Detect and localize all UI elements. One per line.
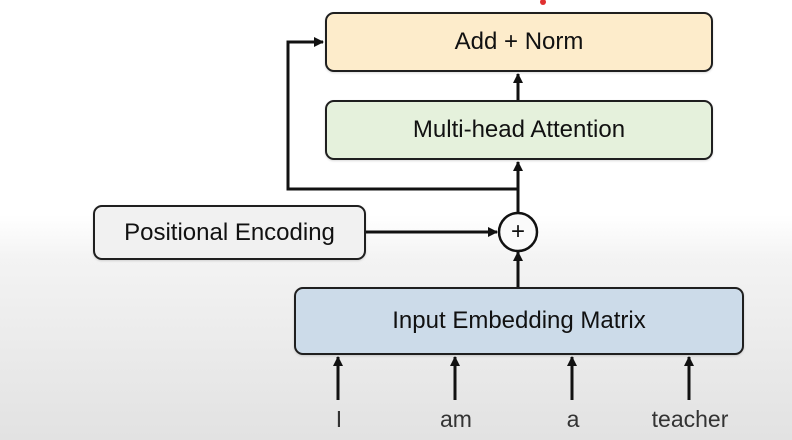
token-am: am [440,406,472,432]
token-a: a [566,406,580,432]
add-norm-block: Add + Norm [325,12,713,72]
positional-encoding-block: Positional Encoding [93,205,366,260]
add-norm-label: Add + Norm [454,28,584,55]
positional-encoding-label: Positional Encoding [124,218,335,246]
token-teacher: teacher [651,406,729,432]
plus-symbol: + [510,218,525,245]
multi-head-attention-block: Multi-head Attention [325,100,713,160]
input-embedding-block: Input Embedding Matrix [294,287,744,355]
token-i: I [335,406,343,432]
residual-connection-arrow [286,37,518,191]
multi-head-attention-label: Multi-head Attention [412,116,626,143]
input-embedding-label: Input Embedding Matrix [392,307,646,334]
cursor-mark [540,0,546,5]
